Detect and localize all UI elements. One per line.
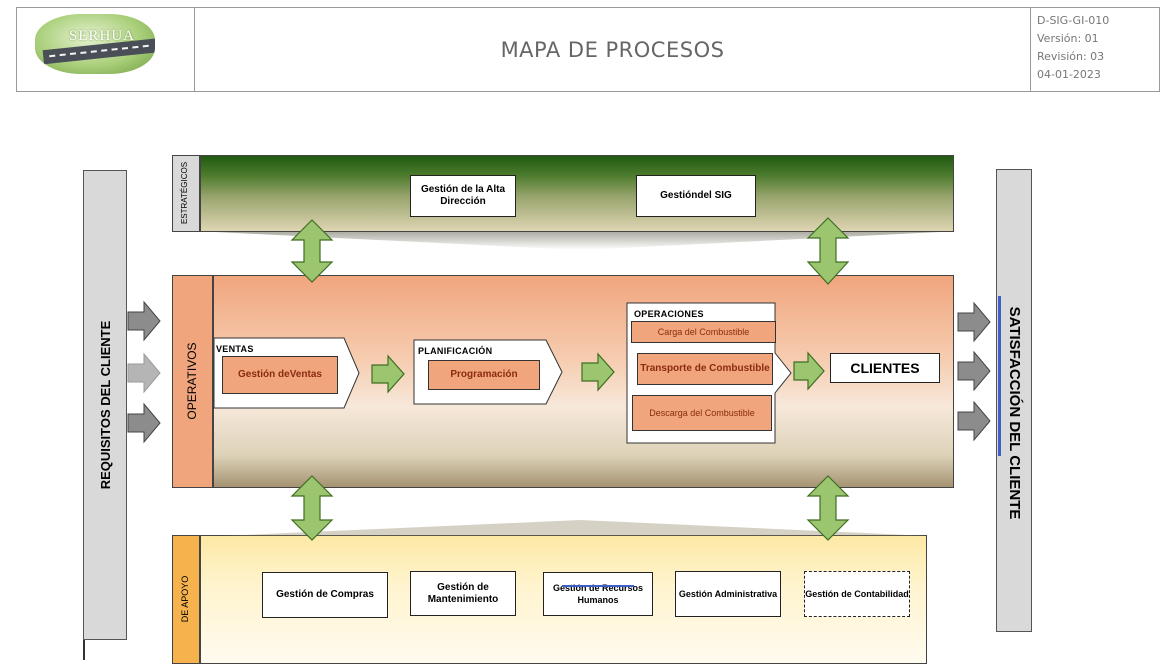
page-title: MAPA DE PROCESOS — [500, 37, 725, 62]
process-box-gestion-ventas: Gestión deVentas — [222, 356, 338, 394]
doc-date: 04-01-2023 — [1037, 68, 1101, 81]
support-tab-label: DE APOYO — [180, 575, 190, 623]
document-meta: D-SIG-GI-010 Versión: 01 Revisión: 03 04… — [1037, 12, 1161, 84]
input-arrow-icon — [127, 402, 161, 444]
logo-text: SERHUA — [69, 28, 136, 44]
output-arrow-icon — [957, 301, 991, 343]
output-arrow-icon — [957, 400, 991, 442]
process-box-descarga-combustible: Descarga del Combustible — [632, 395, 772, 431]
company-logo: SERHUA — [35, 14, 155, 74]
strategic-band — [200, 155, 954, 232]
process-box-contabilidad: Gestión de Contabilidad — [804, 571, 910, 617]
column-base-line — [83, 640, 85, 660]
process-box-transporte-combustible: Transporte de Combustible — [637, 353, 773, 385]
input-arrow-icon — [127, 352, 161, 394]
clientes-box: CLIENTES — [830, 353, 940, 383]
customer-requirements-label: REQUISITOS DEL CLIENTE — [98, 320, 113, 490]
strategic-tab — [172, 155, 200, 232]
process-box-sig: Gestióndel SIG — [636, 175, 756, 217]
process-box-alta-direccion: Gestión de la Alta Dirección — [410, 175, 516, 217]
input-arrow-icon — [127, 300, 161, 342]
process-box-carga-combustible: Carga del Combustible — [631, 321, 776, 343]
document-header: SERHUA MAPA DE PROCESOS D-SIG-GI-010 Ver… — [16, 7, 1160, 92]
process-box-compras: Gestión de Compras — [262, 572, 388, 618]
operational-tab — [172, 275, 213, 488]
doc-code: D-SIG-GI-010 — [1037, 14, 1110, 27]
strategic-tab-label: ESTRATÉGICOS — [180, 161, 189, 225]
support-shadow — [220, 520, 930, 536]
process-box-recursos-humanos: Gestión de Recursos Humanos — [543, 572, 653, 616]
doc-version: Versión: 01 — [1037, 32, 1099, 45]
planificacion-title: PLANIFICACIÓN — [418, 346, 493, 356]
strategic-shadow — [215, 232, 940, 250]
customer-satisfaction-column — [996, 169, 1032, 632]
output-arrow-icon — [957, 350, 991, 392]
logo-cell: SERHUA — [17, 8, 195, 91]
process-box-administrativa: Gestión Administrativa — [675, 571, 781, 617]
process-box-programacion: Programación — [428, 360, 540, 390]
process-box-mantenimiento: Gestión de Mantenimiento — [410, 571, 516, 616]
satisfaction-highlight — [998, 296, 1001, 456]
customer-satisfaction-label: SATISFACCIÓN DEL CLIENTE — [1006, 306, 1023, 520]
doc-revision: Revisión: 03 — [1037, 50, 1105, 63]
customer-requirements-column — [83, 170, 127, 640]
operaciones-title: OPERACIONES — [634, 309, 704, 319]
rrhh-highlight — [562, 585, 634, 587]
ventas-title: VENTAS — [216, 344, 254, 354]
title-cell: MAPA DE PROCESOS — [195, 8, 1031, 91]
operational-tab-label: OPERATIVOS — [185, 342, 199, 420]
